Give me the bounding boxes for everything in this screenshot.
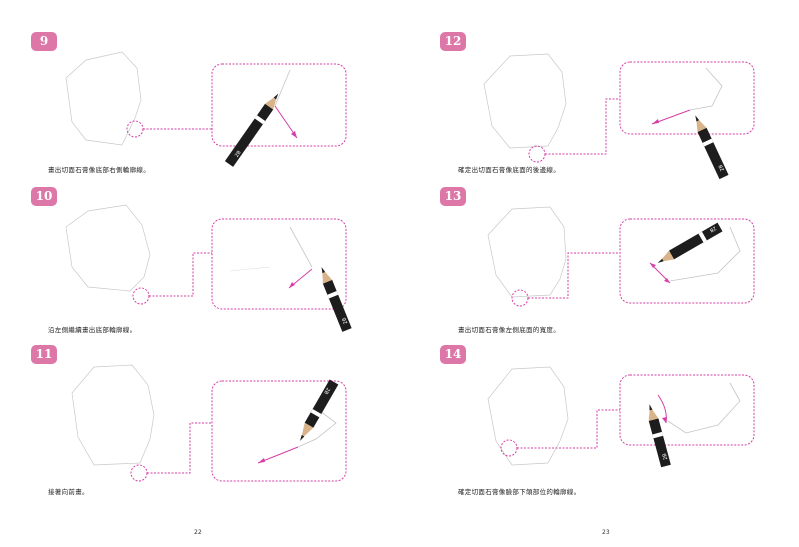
- step-9: 9 2B 畫出切面石膏像底部右側輪廓線。: [0, 0, 399, 174]
- pencil-icon: 2B: [321, 266, 352, 332]
- callout-line: [528, 252, 620, 299]
- sketch-stroke: [689, 67, 723, 111]
- callout-line: [545, 98, 620, 155]
- page-number: 22: [194, 529, 202, 536]
- detail-box: [619, 61, 755, 135]
- detail-box: [619, 218, 755, 304]
- sketch-stroke: [667, 382, 741, 434]
- pencil-label: 2B: [322, 386, 331, 395]
- detail-box: [619, 374, 755, 446]
- pencil-label: 2B: [708, 225, 717, 234]
- detail-box: [211, 380, 347, 482]
- page-right: 12 2B 確定出切面石膏像底面的後邊線。 13: [400, 0, 799, 547]
- page-number: 23: [602, 529, 610, 536]
- pencil-icon: 2B: [300, 379, 339, 441]
- detail-box: [211, 218, 347, 310]
- step-number-badge: 10: [31, 187, 57, 206]
- pencil-label: 2B: [662, 452, 670, 460]
- sketch-stroke: [297, 410, 337, 448]
- page-left: 9 2B 畫出切面石膏像底部右側輪廓線。 10: [0, 0, 399, 547]
- head-sketch: [483, 53, 567, 149]
- step-10: 10 2B 沿左側繼續畫出底部輪廓線。: [0, 155, 399, 334]
- step-number-badge: 11: [31, 345, 57, 364]
- head-sketch: [487, 366, 569, 466]
- step-caption: 沿左側繼續畫出底部輪廓線。: [48, 326, 137, 334]
- step-illustration: 2B: [487, 206, 755, 307]
- detail-circle: [132, 287, 150, 305]
- step-caption: 確定切面石膏像臉部下頜部位的輪廓線。: [458, 488, 581, 496]
- arrow-head: [289, 282, 295, 288]
- step-illustration: 2B: [71, 364, 347, 482]
- arrow-head: [650, 263, 656, 268]
- direction-arrow: [257, 446, 299, 464]
- detail-circle: [500, 439, 518, 457]
- detail-circle: [130, 464, 148, 482]
- arrow-head: [662, 417, 667, 423]
- detail-box: [211, 63, 347, 147]
- step-illustration: 2B: [487, 366, 755, 468]
- pencil-label: 2B: [718, 163, 726, 172]
- arrow-head: [664, 278, 670, 283]
- sketch-stroke: [229, 266, 271, 272]
- pencil-icon: 2B: [695, 115, 729, 180]
- step-caption: 畫出切面石膏像左側底面的寬度。: [458, 326, 560, 334]
- arrow-head: [652, 119, 659, 124]
- head-sketch: [487, 206, 567, 298]
- callout-line: [147, 422, 212, 474]
- step-14: 14 2B 確定切面石膏像臉部下頜部位的輪廓線。: [400, 313, 799, 496]
- step-12: 12 2B 確定出切面石膏像底面的後邊線。: [400, 0, 799, 180]
- step-illustration: 2B: [65, 51, 347, 167]
- step-number-badge: 9: [31, 32, 57, 51]
- step-caption: 接著向前畫。: [48, 488, 89, 496]
- pencil-label: 2B: [341, 316, 349, 325]
- step-caption: 確定出切面石膏像底面的後邊線。: [458, 166, 560, 174]
- step-caption: 畫出切面石膏像底部右側輪廓線。: [48, 166, 150, 174]
- step-11: 11 2B 接著向前畫。: [0, 313, 399, 496]
- detail-circle: [511, 289, 529, 307]
- pencil-icon: 2B: [648, 404, 671, 468]
- callout-line: [517, 409, 620, 449]
- step-illustration: 2B: [483, 53, 755, 180]
- sketch-stroke: [289, 226, 313, 268]
- sketch-stroke: [274, 69, 291, 107]
- pencil-label: 2B: [234, 149, 243, 158]
- arrow-head: [258, 458, 265, 463]
- step-number-badge: 12: [440, 32, 466, 51]
- sketch-stroke: [669, 226, 741, 282]
- head-sketch: [65, 204, 151, 292]
- head-sketch: [65, 51, 142, 146]
- callout-line: [149, 252, 212, 297]
- step-number-badge: 13: [440, 187, 466, 206]
- step-13: 13 2B 畫出切面石膏像左側底面的寬度。: [400, 155, 799, 334]
- arrow-head: [291, 131, 297, 138]
- step-number-badge: 14: [440, 345, 466, 364]
- pencil-icon: 2B: [657, 222, 723, 263]
- head-sketch: [71, 364, 155, 466]
- step-illustration: 2B: [65, 204, 352, 332]
- pencil-icon: 2B: [224, 93, 279, 167]
